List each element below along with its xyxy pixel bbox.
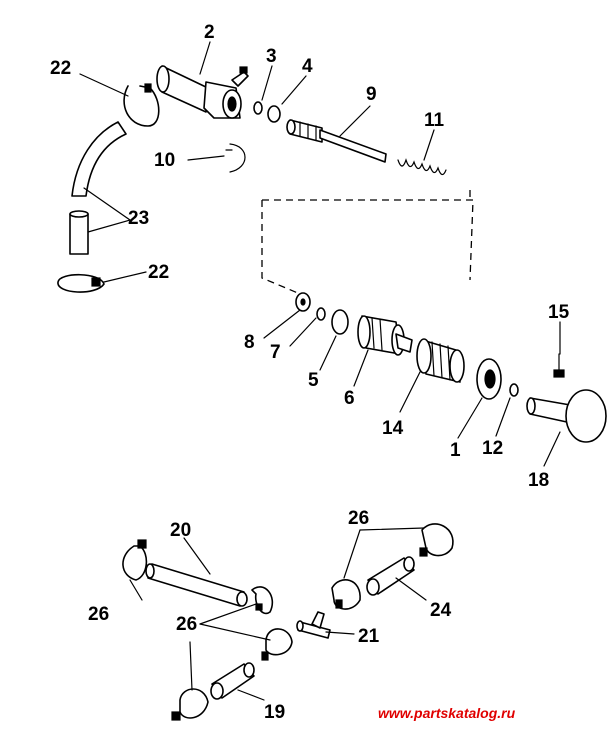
part-3-o-ring — [253, 101, 263, 115]
callout-24: 24 — [430, 600, 452, 621]
callout-1: 1 — [450, 440, 461, 461]
callout-14: 14 — [382, 418, 404, 439]
part-10-clip — [225, 143, 246, 173]
callout-18: 18 — [528, 470, 549, 491]
part-9-stem — [286, 119, 387, 163]
callout-22-bottom: 22 — [148, 262, 169, 283]
part-22-clamp-top — [123, 85, 160, 127]
callout-5: 5 — [308, 370, 319, 391]
part-14-nut — [416, 338, 465, 383]
callout-7: 7 — [270, 342, 281, 363]
callout-15: 15 — [548, 302, 570, 323]
part-19-pipe — [210, 662, 255, 700]
callout-26-left: 26 — [88, 604, 109, 625]
callout-22-top: 22 — [50, 58, 71, 79]
watermark: www.partskatalog.ru — [378, 705, 516, 721]
callout-6: 6 — [344, 388, 355, 409]
callout-26-right: 26 — [348, 508, 369, 529]
callout-9: 9 — [366, 84, 377, 105]
part-23-hose — [69, 121, 127, 255]
part-12-o-ring — [509, 383, 519, 397]
callout-numbers: 2 3 4 9 11 10 22 23 22 8 7 5 6 14 1 12 1… — [50, 22, 570, 723]
callout-26-middle: 26 — [176, 614, 197, 635]
callout-4: 4 — [302, 56, 313, 77]
part-15-screw — [553, 353, 565, 378]
part-20-pipe — [145, 563, 248, 607]
part-18-knob — [526, 389, 607, 443]
part-7-o-ring — [316, 307, 326, 321]
part-11-spring — [397, 158, 447, 176]
part-26-clamps — [122, 523, 454, 721]
callout-11: 11 — [424, 110, 445, 131]
callout-10: 10 — [154, 150, 175, 171]
part-24-pipe — [366, 556, 415, 596]
part-4-o-ring — [267, 105, 281, 123]
callout-23: 23 — [128, 208, 149, 229]
callout-8: 8 — [244, 332, 255, 353]
callout-20: 20 — [170, 520, 191, 541]
part-2-housing — [156, 65, 249, 119]
part-5-o-ring — [331, 309, 349, 335]
callout-21: 21 — [358, 626, 380, 647]
callout-12: 12 — [482, 438, 503, 459]
callout-19: 19 — [264, 702, 285, 723]
callout-2: 2 — [204, 22, 215, 43]
part-6-valve-body — [357, 315, 413, 356]
callout-3: 3 — [266, 46, 277, 67]
part-21-fitting — [296, 611, 331, 639]
assembly-bracket — [261, 190, 474, 297]
leader-lines — [79, 41, 561, 701]
part-1-retainer — [476, 358, 502, 400]
